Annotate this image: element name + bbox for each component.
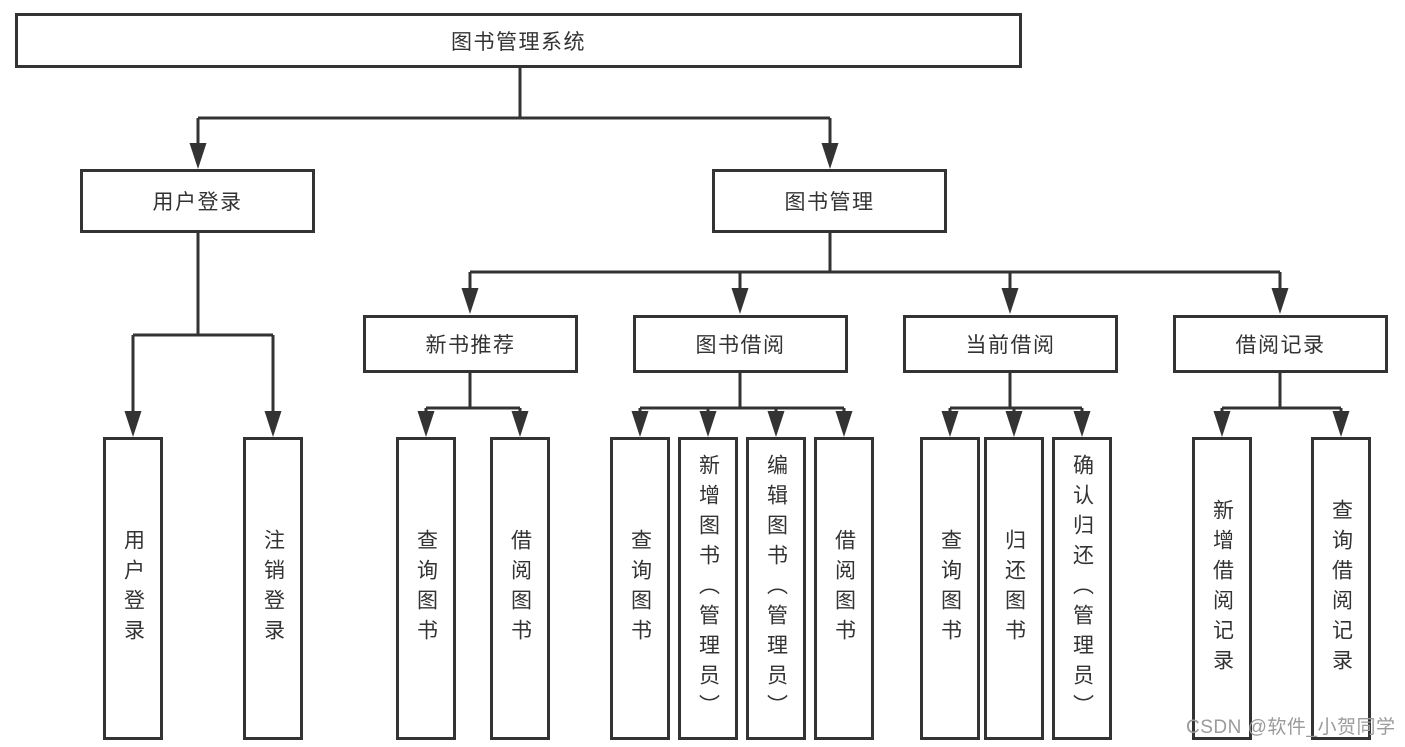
- leaf-query-books-current: 查询图书: [920, 437, 980, 740]
- leaf-return-books: 归还图书: [984, 437, 1044, 740]
- node-book-management-label: 图书管理: [784, 191, 875, 214]
- leaf-logout-label: 注销登录: [261, 528, 285, 649]
- leaf-logout: 注销登录: [243, 437, 303, 740]
- node-new-book-recommendation: 新书推荐: [363, 315, 578, 373]
- leaf-return-books-label: 归还图书: [1002, 528, 1026, 649]
- leaf-borrow-books-borrowing: 借阅图书: [814, 437, 874, 740]
- leaf-query-books-recommend: 查询图书: [396, 437, 456, 740]
- leaf-confirm-return-admin: 确认归还（管理员）: [1052, 437, 1112, 740]
- leaf-edit-books-admin: 编辑图书（管理员）: [746, 437, 806, 740]
- leaf-query-books-borrowing: 查询图书: [610, 437, 670, 740]
- root-node-library-system: 图书管理系统: [15, 13, 1022, 68]
- node-current-borrowing: 当前借阅: [903, 315, 1118, 373]
- node-user-login-label: 用户登录: [152, 191, 243, 214]
- leaf-borrow-books-recommend-label: 借阅图书: [508, 528, 532, 649]
- leaf-query-books-borrowing-label: 查询图书: [628, 528, 652, 649]
- leaf-user-login-label: 用户登录: [121, 528, 145, 649]
- node-book-management: 图书管理: [712, 169, 947, 233]
- leaf-query-books-current-label: 查询图书: [938, 528, 962, 649]
- leaf-add-borrow-record-label: 新增借阅记录: [1210, 498, 1234, 679]
- leaf-query-borrow-record: 查询借阅记录: [1311, 437, 1371, 740]
- leaf-edit-books-admin-label: 编辑图书（管理员）: [764, 453, 788, 724]
- leaf-add-borrow-record: 新增借阅记录: [1192, 437, 1252, 740]
- node-user-login: 用户登录: [80, 169, 315, 233]
- node-borrowing-records: 借阅记录: [1173, 315, 1388, 373]
- root-node-label: 图书管理系统: [451, 30, 586, 54]
- node-current-borrowing-label: 当前借阅: [965, 334, 1056, 357]
- node-book-borrowing-label: 图书借阅: [695, 334, 786, 357]
- leaf-query-books-recommend-label: 查询图书: [414, 528, 438, 649]
- leaf-borrow-books-recommend: 借阅图书: [490, 437, 550, 740]
- node-borrowing-records-label: 借阅记录: [1235, 334, 1326, 357]
- csdn-watermark: CSDN @软件_小贺同学: [1186, 717, 1396, 738]
- leaf-borrow-books-borrowing-label: 借阅图书: [832, 528, 856, 649]
- leaf-add-books-admin: 新增图书（管理员）: [678, 437, 738, 740]
- leaf-query-borrow-record-label: 查询借阅记录: [1329, 498, 1353, 679]
- arrowheads: [124, 143, 1350, 437]
- leaf-add-books-admin-label: 新增图书（管理员）: [696, 453, 720, 724]
- leaf-confirm-return-admin-label: 确认归还（管理员）: [1070, 453, 1094, 724]
- leaf-user-login: 用户登录: [103, 437, 163, 740]
- node-new-book-recommendation-label: 新书推荐: [425, 334, 516, 357]
- node-book-borrowing: 图书借阅: [633, 315, 848, 373]
